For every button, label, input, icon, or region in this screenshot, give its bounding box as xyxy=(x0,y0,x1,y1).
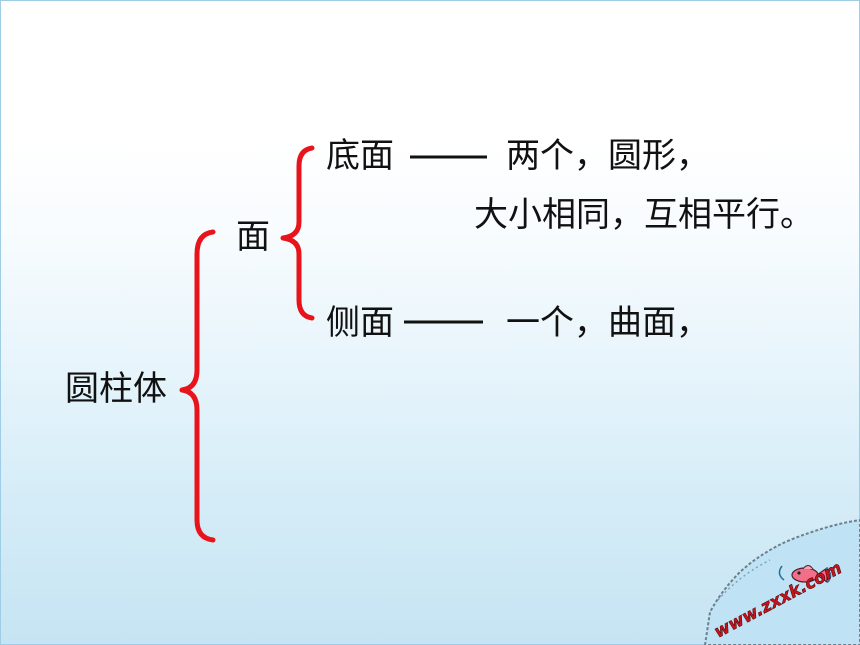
item-desc-bottom-face-line2: 大小相同，互相平行。 xyxy=(474,195,814,235)
face-brace xyxy=(280,145,315,321)
fish-icon xyxy=(791,565,828,584)
item-name-side-face: 侧面 xyxy=(326,303,394,343)
item-desc-bottom-face-line1: 两个，圆形， xyxy=(506,136,710,176)
concept-label: 圆柱体 xyxy=(65,369,167,409)
item-desc-side-face-line1: 一个，曲面， xyxy=(506,303,710,343)
water-shape xyxy=(703,518,860,645)
main-brace xyxy=(179,229,216,543)
item-name-bottom-face: 底面 xyxy=(326,136,394,176)
branch-label: 面 xyxy=(236,217,270,257)
